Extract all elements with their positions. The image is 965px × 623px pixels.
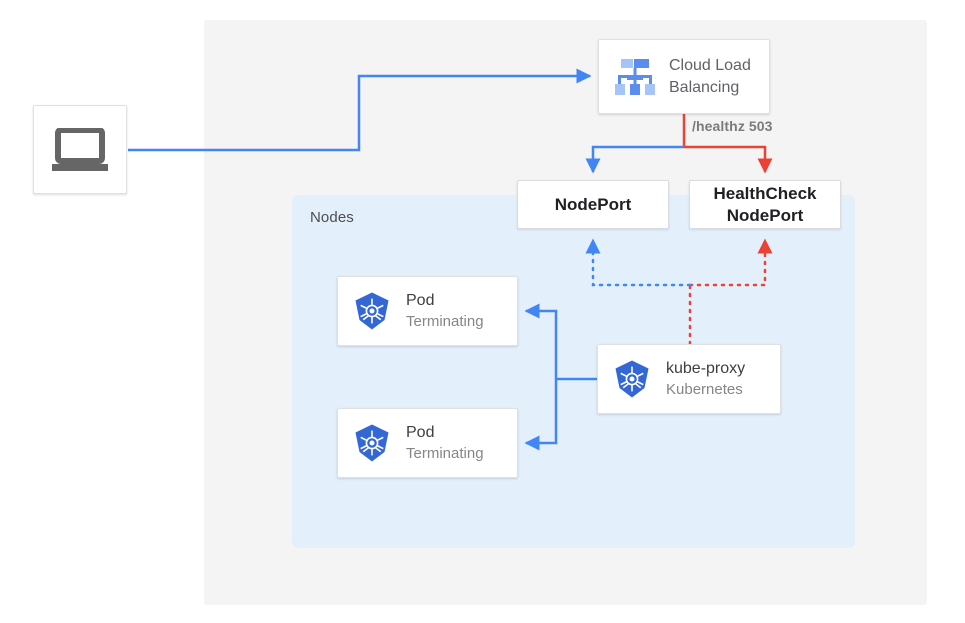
nodes-panel-label: Nodes: [310, 209, 354, 226]
healthcheck-nodeport-label: HealthCheck NodePort: [714, 183, 817, 226]
kube-proxy-title: kube-proxy: [666, 360, 746, 378]
pod-card: Pod Terminating: [337, 408, 518, 478]
cloud-load-balancing-label: Cloud Load Balancing: [669, 55, 751, 98]
nodeport-label: NodePort: [554, 194, 632, 214]
healthz-edge-label: /healthz 503: [692, 118, 773, 134]
kube-proxy-text: kube-proxy Kubernetes: [666, 358, 745, 400]
healthcheck-nodeport-box: HealthCheck NodePort: [689, 180, 841, 229]
nodeport-box: NodePort: [517, 180, 669, 229]
cloud-load-balancing-title-line1: Cloud Load: [669, 56, 751, 74]
pod-text: Pod Terminating: [406, 290, 484, 332]
pod-title: Pod: [406, 424, 435, 442]
pod-text: Pod Terminating: [406, 422, 484, 464]
pod-status: Terminating: [406, 312, 484, 330]
kubernetes-icon: [352, 423, 392, 463]
pod-title: Pod: [406, 292, 435, 310]
cloud-load-balancing-title-line2: Balancing: [669, 78, 740, 96]
laptop-icon: [51, 127, 109, 172]
pod-status: Terminating: [406, 444, 484, 462]
cloud-load-balancing-icon: [613, 57, 657, 97]
cloud-load-balancing-card: Cloud Load Balancing: [598, 39, 770, 114]
healthcheck-nodeport-label-line1: HealthCheck: [713, 184, 817, 204]
client-laptop-card: [33, 105, 127, 194]
kubernetes-icon: [612, 359, 652, 399]
kube-proxy-card: kube-proxy Kubernetes: [597, 344, 781, 414]
kubernetes-icon: [352, 291, 392, 331]
kube-proxy-subtitle: Kubernetes: [666, 380, 743, 398]
pod-card: Pod Terminating: [337, 276, 518, 346]
healthcheck-nodeport-label-line2: NodePort: [726, 205, 804, 225]
